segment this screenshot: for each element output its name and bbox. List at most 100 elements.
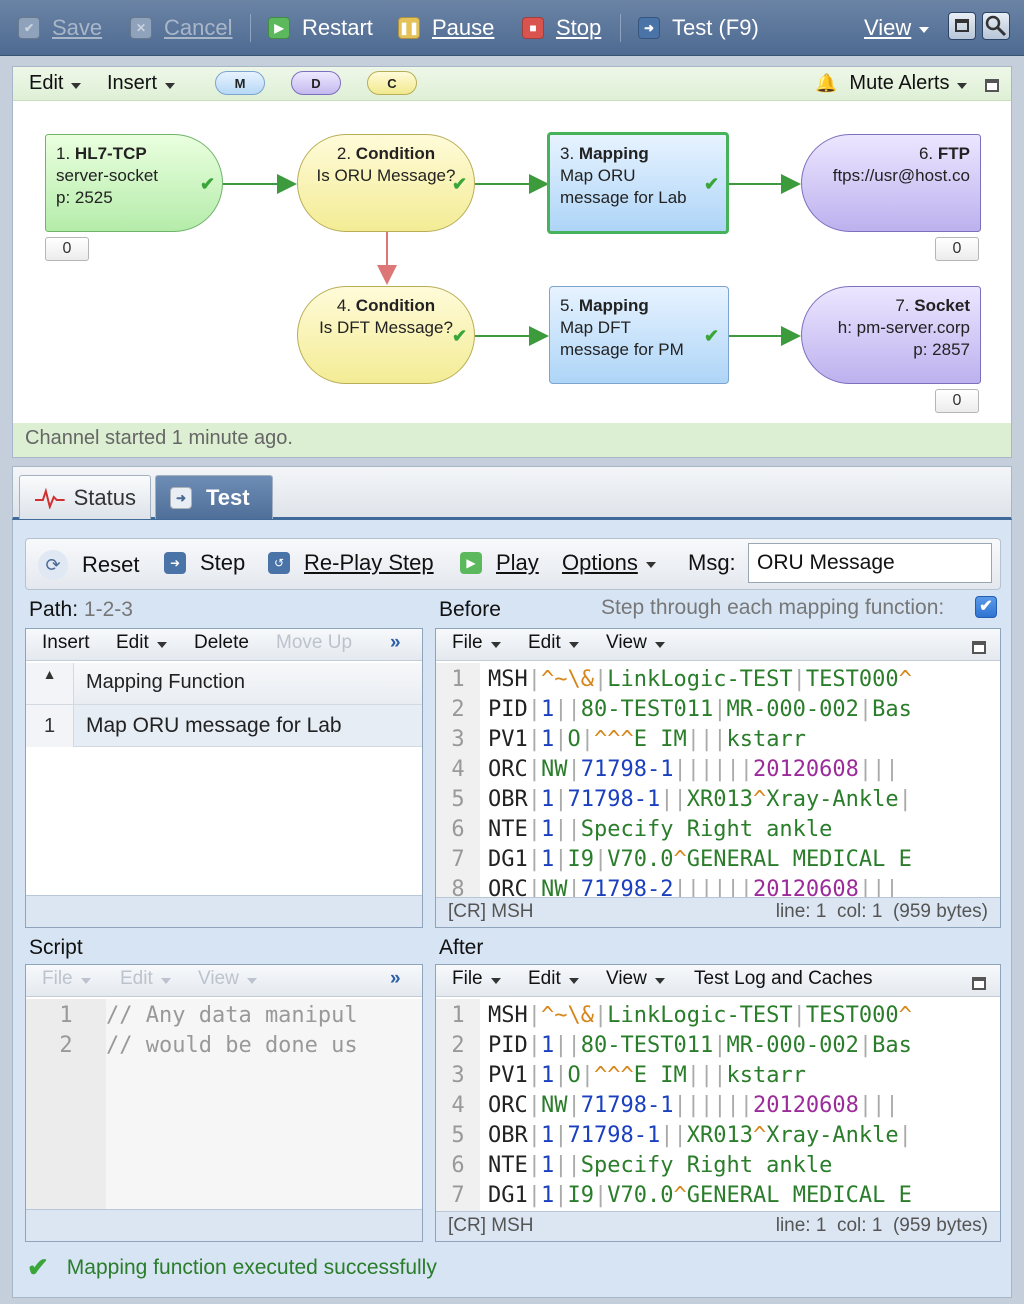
hl7-token: ORC <box>488 877 528 897</box>
functions-move-up-button[interactable]: Move Up <box>276 632 353 653</box>
hl7-token: 20120608 <box>752 877 859 897</box>
hl7-token: TEST000 <box>805 667 899 692</box>
hl7-token: I9 <box>567 1183 595 1208</box>
functions-edit-menu[interactable]: Edit <box>116 632 167 654</box>
hl7-token: 1 <box>541 1153 555 1178</box>
cancel-button[interactable]: ✕ Cancel <box>130 12 232 44</box>
node-number: 7. <box>895 296 910 315</box>
flow-node-condition-oru[interactable]: 2. Condition Is ORU Message? ✔ <box>297 134 475 232</box>
window-icon <box>955 19 969 32</box>
node-type: HL7-TCP <box>74 144 147 163</box>
mapping-pill-button[interactable]: M <box>215 71 265 95</box>
hl7-token: | <box>554 787 568 812</box>
restart-button[interactable]: ▶ Restart <box>268 12 373 44</box>
after-file-menu[interactable]: File <box>452 968 501 990</box>
table-row[interactable]: 1 Map ORU message for Lab <box>26 705 422 747</box>
script-edit-menu[interactable]: Edit <box>120 968 171 990</box>
line-number: 4 <box>451 757 465 782</box>
flow-node-mapping-oru[interactable]: 3. Mapping Map ORU message for Lab ✔ <box>547 132 729 234</box>
condition-pill-button[interactable]: C <box>367 71 417 95</box>
hl7-token: OBR <box>488 787 528 812</box>
play-button[interactable]: ▶ Play <box>460 550 539 576</box>
window-restore-button[interactable] <box>948 12 976 40</box>
view-menu[interactable]: View <box>864 12 930 44</box>
flow-node-ftp[interactable]: 6. FTP ftps://usr@host.co <box>801 134 981 232</box>
channel-edit-menu[interactable]: Edit <box>29 72 82 95</box>
script-view-menu[interactable]: View <box>198 968 257 990</box>
functions-delete-button[interactable]: Delete <box>194 632 249 653</box>
flow-node-hl7-tcp[interactable]: 1. HL7-TCP server-socket p: 2525 ✔ <box>45 134 223 232</box>
line-number: 6 <box>451 817 465 842</box>
hl7-token: | <box>858 1033 873 1058</box>
cursor-position: line: 1 col: 1 (959 bytes) <box>775 901 988 922</box>
chevron-down-icon <box>919 27 930 33</box>
tab-status[interactable]: Status <box>19 475 151 519</box>
replay-step-button[interactable]: ↺ Re-Play Step <box>268 550 434 576</box>
menu-label: File <box>42 968 73 989</box>
hl7-token: LinkLogic-TEST <box>607 1003 793 1028</box>
script-file-menu[interactable]: File <box>42 968 91 990</box>
channel-insert-menu[interactable]: Insert <box>107 72 176 95</box>
line-text: ORC|NW|71798-1||||||20120608||| <box>488 757 899 782</box>
after-view-menu[interactable]: View <box>606 968 665 990</box>
hl7-token: | <box>527 727 541 752</box>
mute-alerts-menu[interactable]: 🔔 Mute Alerts <box>815 72 968 95</box>
before-edit-menu[interactable]: Edit <box>528 632 579 654</box>
column-header[interactable]: Mapping Function <box>74 663 422 705</box>
before-status-bar: [CR] MSH line: 1 col: 1 (959 bytes) <box>436 897 1000 927</box>
menu-label: File <box>452 968 483 989</box>
save-button[interactable]: ✔ Save <box>18 12 102 44</box>
maximize-icon[interactable] <box>985 79 999 92</box>
functions-insert-button[interactable]: Insert <box>42 632 90 653</box>
maximize-icon[interactable] <box>972 977 986 990</box>
step-through-label: Step through each mapping function: <box>601 596 945 619</box>
step-button[interactable]: ➜ Step <box>164 550 245 576</box>
tab-label: Test <box>206 484 250 510</box>
script-editor[interactable]: 1// Any data manipul 2// would be done u… <box>26 999 422 1209</box>
hl7-token: | <box>898 1123 912 1148</box>
hl7-token: ^~\& <box>541 1003 594 1028</box>
node-type: Condition <box>355 296 436 315</box>
message-counter[interactable]: 0 <box>935 237 979 261</box>
options-menu[interactable]: Options <box>562 550 656 576</box>
menu-label: View <box>198 968 239 989</box>
reset-button[interactable]: ⟳ Reset <box>38 550 139 580</box>
path-caption: Path: <box>29 598 79 621</box>
before-file-menu[interactable]: File <box>452 632 501 654</box>
chevron-down-icon <box>654 978 665 984</box>
test-log-button[interactable]: Test Log and Caches <box>694 968 873 989</box>
sort-up-icon[interactable]: ▲ <box>26 663 74 705</box>
message-select-input[interactable] <box>748 543 992 583</box>
more-chevron-icon[interactable]: » <box>390 632 401 653</box>
more-chevron-icon[interactable]: » <box>390 968 401 989</box>
after-edit-menu[interactable]: Edit <box>528 968 579 990</box>
hl7-token: 20120608 <box>752 1093 859 1118</box>
hl7-token: E IM <box>633 727 687 752</box>
test-button[interactable]: ➜ Test (F9) <box>638 12 759 44</box>
hl7-token: ^^^ <box>594 1063 634 1088</box>
hl7-token: PV1 <box>488 1063 528 1088</box>
hl7-token: 80-TEST011 <box>580 697 714 722</box>
before-view-menu[interactable]: View <box>606 632 665 654</box>
maximize-icon[interactable] <box>972 641 986 654</box>
search-button[interactable] <box>982 12 1010 40</box>
node-detail: ftps://usr@host.co <box>832 166 970 185</box>
flow-node-socket[interactable]: 7. Socket h: pm-server.corp p: 2857 <box>801 286 981 384</box>
pause-button[interactable]: ❚❚ Pause <box>398 12 494 44</box>
script-menubar: File Edit View » <box>26 965 422 997</box>
hl7-token: V70.0 <box>607 1183 674 1208</box>
message-counter[interactable]: 0 <box>935 389 979 413</box>
step-through-checkbox[interactable]: ✔ <box>975 596 997 618</box>
hl7-token: MSH <box>488 1003 528 1028</box>
flow-node-condition-dft[interactable]: 4. Condition Is DFT Message? ✔ <box>297 286 475 384</box>
hl7-token: ^ <box>898 1003 912 1028</box>
message-counter[interactable]: 0 <box>45 237 89 261</box>
stop-button[interactable]: ■ Stop <box>522 12 601 44</box>
flow-node-mapping-dft[interactable]: 5. Mapping Map DFT message for PM ✔ <box>549 286 729 384</box>
line-number: 3 <box>451 727 465 752</box>
tab-test[interactable]: ➜ Test <box>155 475 273 519</box>
destination-pill-button[interactable]: D <box>291 71 341 95</box>
